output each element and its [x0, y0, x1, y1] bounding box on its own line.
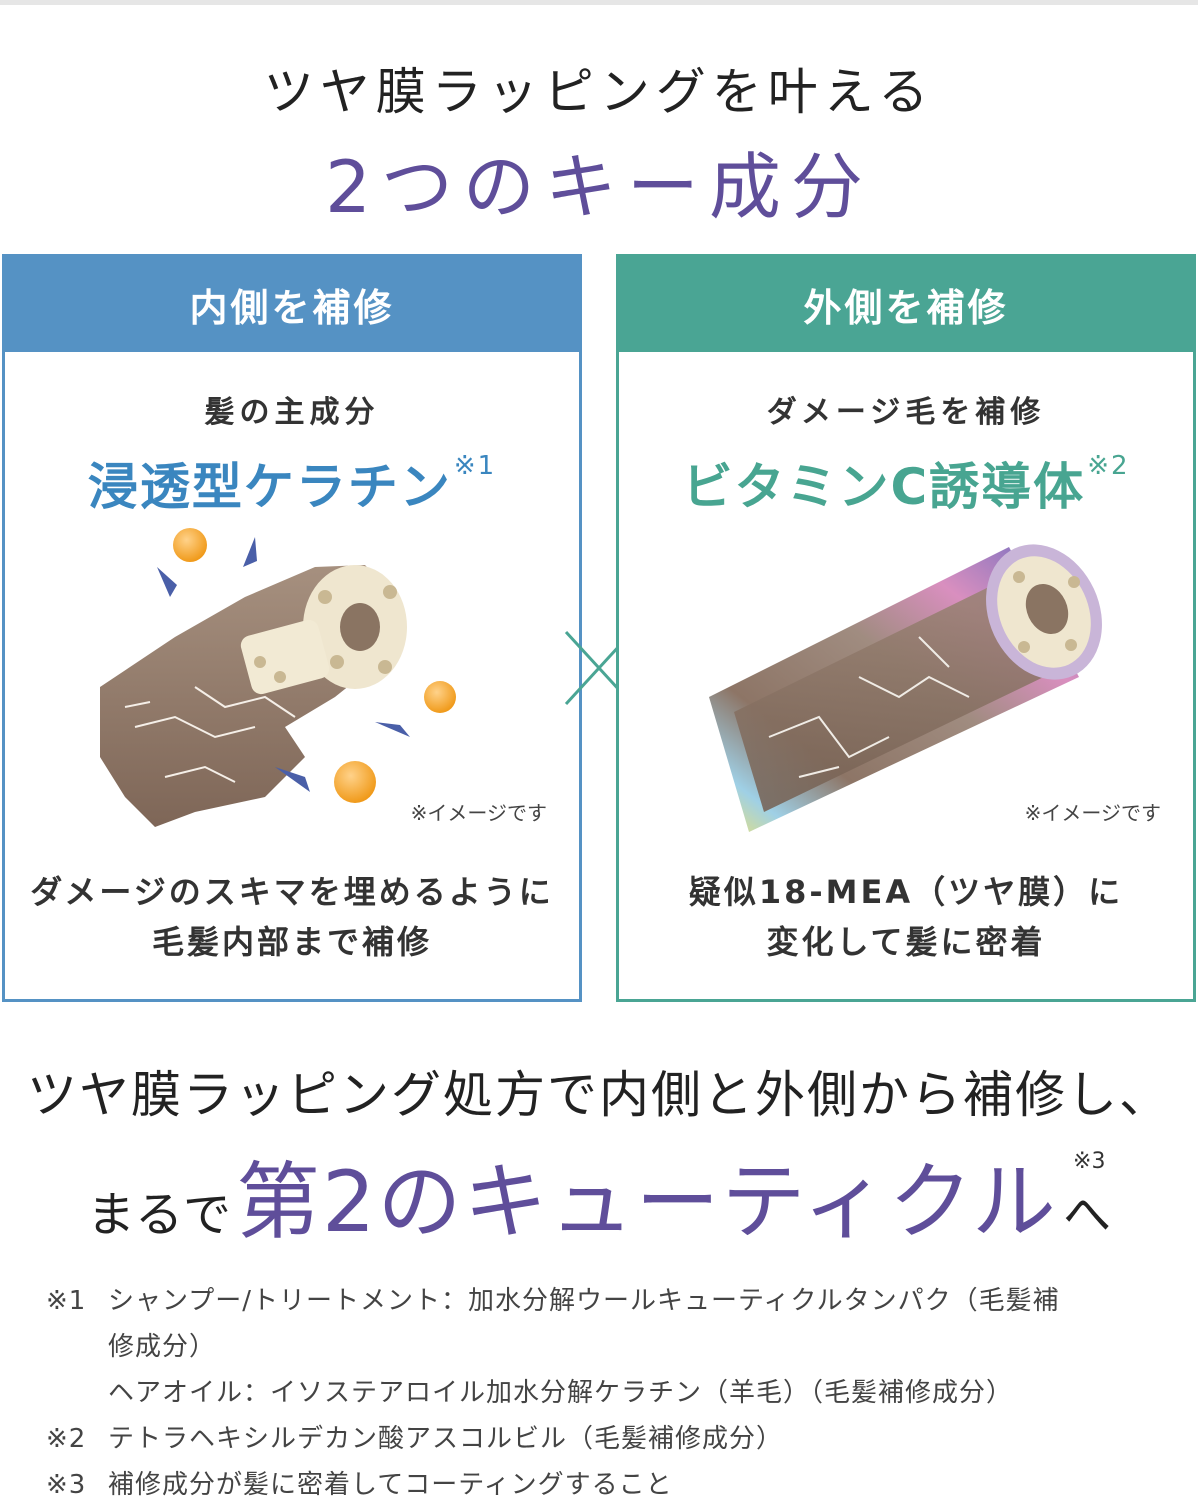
image-disclaimer: ※イメージです — [1024, 801, 1161, 825]
footnotes: ※1 シャンプー/トリートメント：加水分解ウールキューティクルタンパク（毛髪補 … — [46, 1278, 1166, 1500]
footnote-text: テトラヘキシルデカン酸アスコルビル（毛髪補修成分） — [108, 1424, 784, 1454]
panel-subheading: 髪の主成分 — [204, 395, 380, 430]
summary-line: ツヤ膜ラッピング処方で内側と外側から補修し、 — [27, 1066, 1171, 1124]
description-line: 毛髪内部まで補修 — [151, 923, 432, 961]
ingredient-footnote-mark: ※1 — [453, 451, 497, 481]
ingredient-label: ビタミンC誘導体 — [682, 458, 1086, 516]
inner-repair-panel: 内側を補修 髪の主成分 浸透型ケラチン※1 — [2, 254, 582, 1002]
ingredient-label: 浸透型ケラチン — [87, 458, 452, 516]
description-line: 変化して髪に密着 — [766, 923, 1046, 961]
panel-header: 内側を補修 — [5, 257, 579, 352]
footnote-text: ヘアオイル：イソステアロイル加水分解ケラチン（羊毛）（毛髪補修成分） — [108, 1378, 1014, 1408]
top-divider — [0, 0, 1198, 5]
ingredient-name: ビタミンC誘導体※2 — [619, 447, 1193, 519]
tagline-suffix-text: へ — [1063, 1187, 1112, 1243]
description-line: 疑似18-MEA（ツヤ膜）に — [688, 873, 1124, 911]
coated-hair-illustration — [709, 544, 1102, 832]
footnote-text: シャンプー/トリートメント：加水分解ウールキューティクルタンパク（毛髪補 — [108, 1286, 1060, 1316]
ingredient-name: 浸透型ケラチン※1 — [5, 447, 579, 519]
tagline-footnote-mark: ※3 — [1073, 1149, 1106, 1174]
description-line: ダメージのスキマを埋めるように — [30, 873, 554, 911]
footnote-mark: ※1 — [46, 1286, 87, 1316]
footnote-mark: ※2 — [46, 1424, 87, 1454]
footnote-mark: ※3 — [46, 1470, 87, 1500]
panel-subheading: ダメージ毛を補修 — [766, 395, 1046, 430]
panel-description: 疑似18-MEA（ツヤ膜）に 変化して髪に密着 — [619, 867, 1193, 967]
page-title-highlight: 2つのキー成分 — [325, 145, 873, 229]
ingredient-footnote-mark: ※2 — [1087, 451, 1130, 481]
keratin-hair-illustration — [100, 528, 456, 827]
footnote-1: ※1 シャンプー/トリートメント：加水分解ウールキューティクルタンパク（毛髪補 — [46, 1278, 1166, 1324]
summary-tagline: まるで 第2のキューティクル へ ※3 — [0, 1135, 1198, 1256]
page-title: ツヤ膜ラッピングを叶える — [263, 63, 935, 121]
panel-header: 外側を補修 — [619, 257, 1193, 352]
outer-repair-panel: 外側を補修 ダメージ毛を補修 ビタミンC誘導体※2 ※イメージです — [616, 254, 1196, 1002]
footnote-text: 補修成分が髪に密着してコーティングすること — [108, 1470, 673, 1500]
image-disclaimer: ※イメージです — [410, 801, 547, 825]
footnote-text: 修成分） — [108, 1332, 217, 1362]
tagline-suffix: へ ※3 — [1063, 1149, 1112, 1243]
footnote-3: ※3 補修成分が髪に密着してコーティングすること — [46, 1462, 1166, 1500]
tagline-prefix: まるで — [86, 1187, 231, 1243]
panel-description: ダメージのスキマを埋めるように 毛髪内部まで補修 — [5, 867, 579, 967]
footnote-2: ※2 テトラヘキシルデカン酸アスコルビル（毛髪補修成分） — [46, 1416, 1166, 1462]
tagline-highlight: 第2のキューティクル — [236, 1153, 1058, 1251]
